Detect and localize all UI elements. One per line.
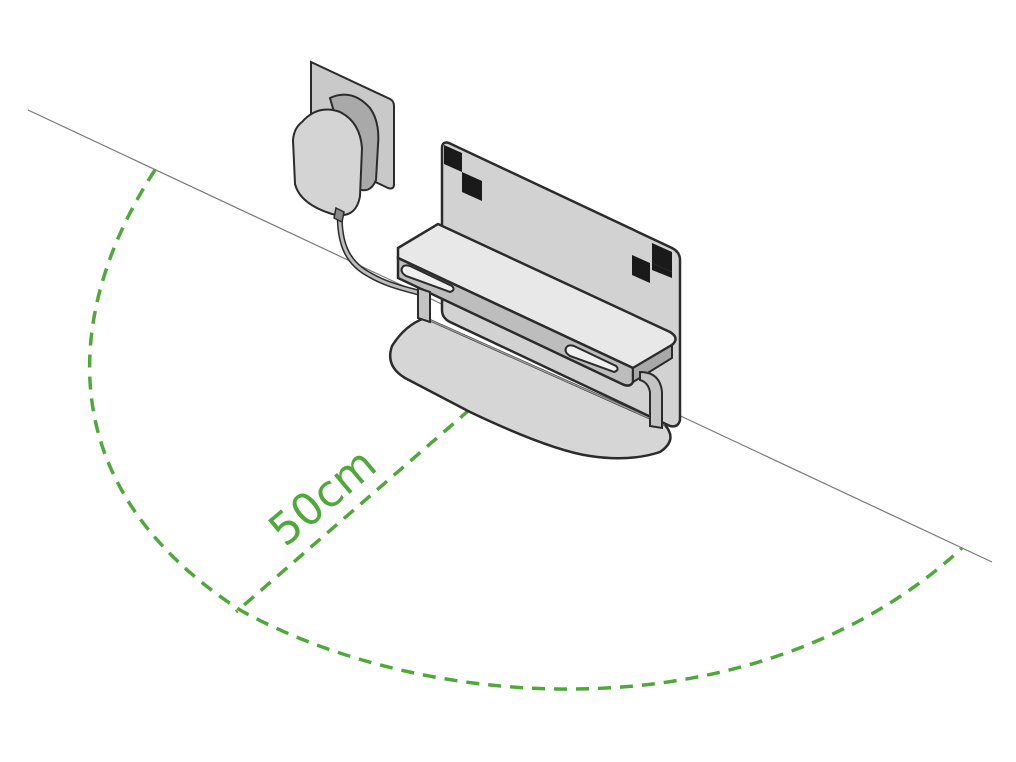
charging-dock-icon: [388, 141, 682, 460]
charging-contact-icon: [400, 264, 619, 374]
dock-marker-icon: [444, 145, 672, 283]
clearance-zone: [87, 169, 964, 691]
power-adapter-icon: [291, 93, 380, 224]
clearance-arc: [87, 169, 964, 691]
dock-base: [388, 316, 672, 460]
clearance-radius-line: [234, 364, 522, 614]
